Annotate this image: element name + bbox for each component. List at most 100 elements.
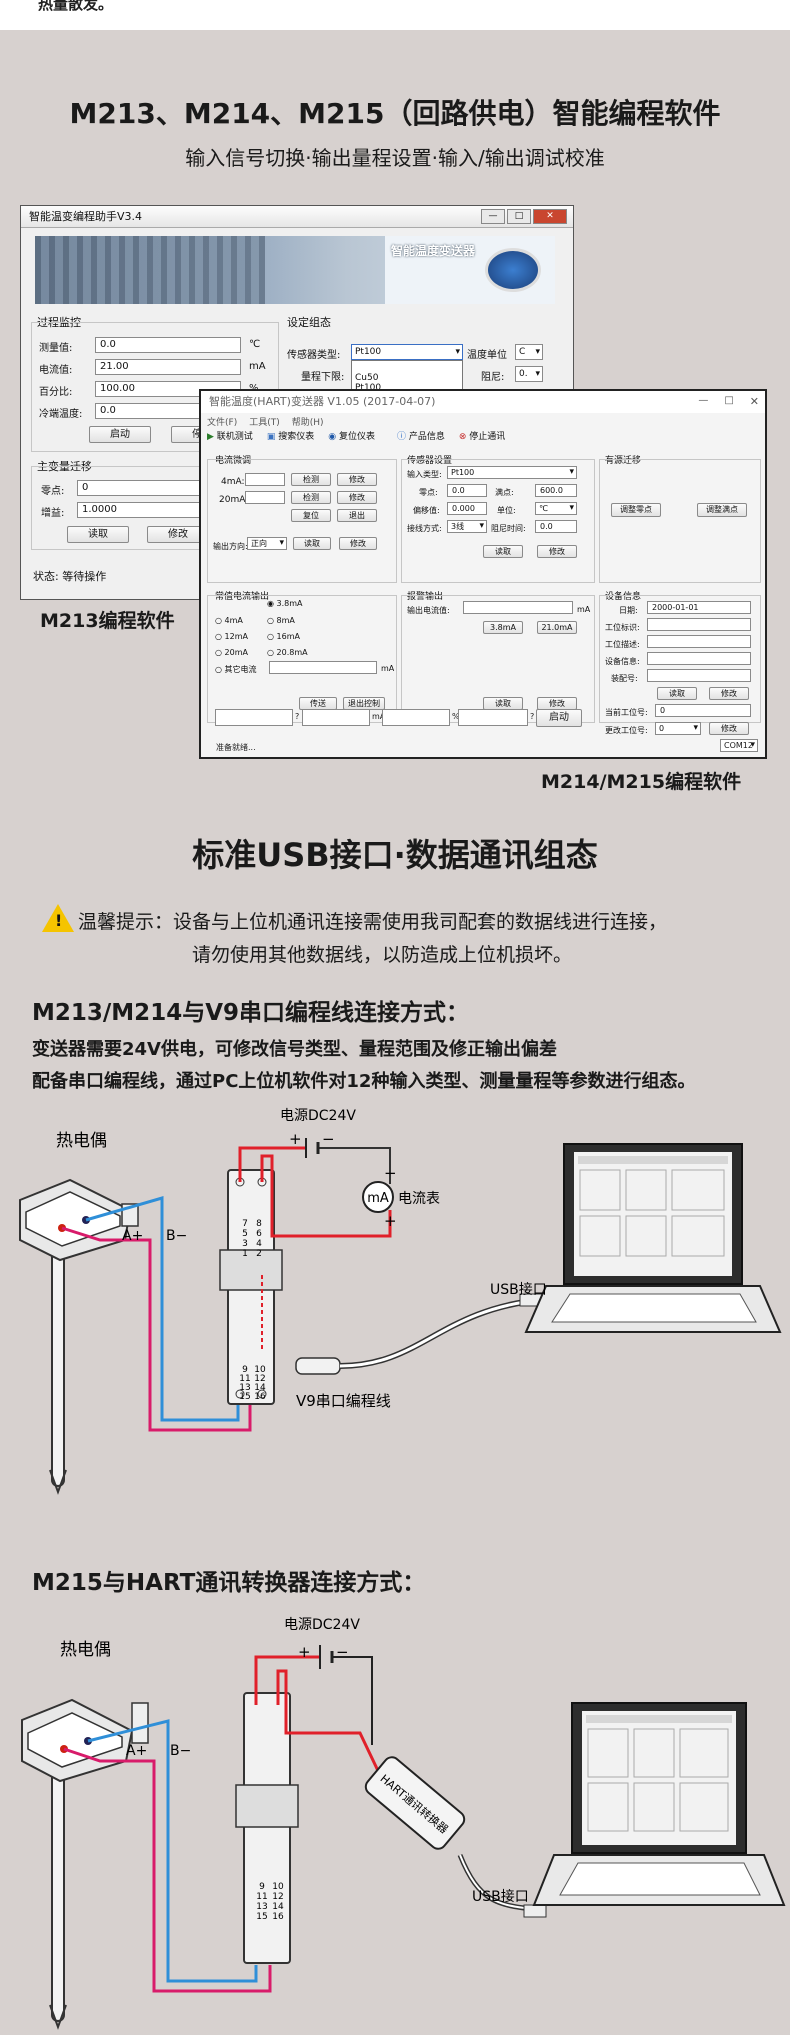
sensor-option-1[interactable]: Pt100	[355, 383, 382, 393]
opt-other[interactable]: ○ 其它电流	[215, 665, 257, 674]
cal-4ma-field[interactable]	[245, 473, 285, 486]
tb-search[interactable]: ▣ 搜索仪表	[267, 429, 314, 442]
dev-f1[interactable]	[647, 635, 751, 648]
bottom-unit-4: ?	[530, 712, 535, 721]
b-minus-label: B−	[166, 1228, 187, 1244]
toolbar: ▶ 联机测试 ▣ 搜索仪表 ◉ 复位仪表 ⓘ 产品信息 ⊗ 停止通讯	[207, 429, 505, 442]
menu-file[interactable]: 文件(F)	[207, 418, 238, 428]
temp-unit-select[interactable]: C	[515, 344, 543, 360]
v9-label: V9串口编程线	[296, 1392, 391, 1410]
sensor-select[interactable]: Pt100	[351, 344, 463, 360]
dev-modify[interactable]: 修改	[709, 687, 749, 700]
opt-20.8[interactable]: ○ 20.8mA	[267, 648, 308, 657]
change-tag-modify[interactable]: 修改	[709, 722, 749, 735]
damping-select[interactable]: 0.	[515, 366, 543, 382]
opt-8[interactable]: ○ 8mA	[267, 616, 295, 625]
bottom-field-1[interactable]	[215, 709, 293, 726]
tb-reset[interactable]: ◉ 复位仪表	[328, 429, 375, 442]
usb2-label: USB接口	[472, 1888, 529, 1905]
zero-field[interactable]: 0	[77, 480, 207, 496]
bottom-start-button[interactable]: 启动	[536, 709, 582, 727]
gain-field[interactable]: 1.0000	[77, 502, 207, 518]
current-field[interactable]: 21.00	[95, 359, 241, 375]
wire2-b	[87, 1719, 258, 1983]
s-modify[interactable]: 修改	[537, 545, 577, 558]
s-read[interactable]: 读取	[483, 545, 523, 558]
date-label: 日期:	[619, 606, 638, 615]
cur-tag-field[interactable]: 0	[655, 704, 751, 717]
bottom-field-4[interactable]	[458, 709, 528, 726]
alarm-field[interactable]	[463, 601, 573, 614]
s-zero-field[interactable]: 0.0	[447, 484, 487, 497]
s-unit-select[interactable]: ℃	[535, 502, 577, 515]
dir-read[interactable]: 读取	[293, 537, 331, 550]
max2-button[interactable]: □	[724, 395, 734, 406]
dev-f0[interactable]	[647, 618, 751, 631]
b-minus2-label: B−	[170, 1743, 191, 1759]
close2-button[interactable]: ✕	[749, 395, 759, 408]
dev-read[interactable]: 读取	[657, 687, 697, 700]
bottom-field-2[interactable]	[302, 709, 370, 726]
offset-field[interactable]: 0.000	[447, 502, 487, 515]
maximize-button[interactable]: □	[507, 209, 531, 224]
usb2-plug	[523, 1904, 547, 1918]
alarm-21[interactable]: 21.0mA	[537, 621, 577, 634]
power-plus: +	[289, 1130, 302, 1148]
opt-4[interactable]: ○ 4mA	[215, 616, 243, 625]
damping-label: 阻尼:	[481, 372, 505, 383]
read-button[interactable]: 读取	[67, 526, 129, 543]
opt-16[interactable]: ○ 16mA	[267, 632, 300, 641]
menu-tools[interactable]: 工具(T)	[249, 418, 280, 428]
alarm-3.8[interactable]: 3.8mA	[483, 621, 523, 634]
opt-3.8-label: 3.8mA	[276, 599, 303, 608]
m213-caption: M213编程软件	[40, 610, 175, 632]
dir-select[interactable]: 正向	[247, 537, 287, 550]
date-field[interactable]: 2000-01-01	[647, 601, 751, 614]
measure-field[interactable]: 0.0	[95, 337, 241, 353]
alarm-read[interactable]: 读取	[483, 697, 523, 710]
cal-4ma-modify[interactable]: 修改	[337, 473, 377, 486]
cal-20ma-modify[interactable]: 修改	[337, 491, 377, 504]
other-field[interactable]	[269, 661, 377, 674]
offset-label: 偏移值:	[413, 506, 440, 515]
dev-f3[interactable]	[647, 669, 751, 682]
close-button[interactable]: ✕	[533, 209, 567, 224]
ammeter-minus: −	[384, 1164, 397, 1182]
a-plus-label: A+	[122, 1228, 143, 1244]
cal-exit[interactable]: 退出	[337, 509, 377, 522]
t16: 16	[254, 1392, 266, 1402]
cal-4ma-detect[interactable]: 检测	[291, 473, 331, 486]
opt-3.8[interactable]: ◉ 3.8mA	[267, 599, 303, 608]
bottom-field-3[interactable]	[382, 709, 450, 726]
a-plus2-label: A+	[126, 1743, 147, 1759]
input-type-select[interactable]: Pt100	[447, 466, 577, 479]
tb-connect[interactable]: ▶ 联机测试	[207, 429, 253, 442]
s-full-field[interactable]: 600.0	[535, 484, 577, 497]
cal-reset[interactable]: 复位	[291, 509, 331, 522]
adjust-zero[interactable]: 调整零点	[611, 503, 661, 517]
connect-icon: ▶	[207, 432, 214, 442]
cal-20ma-field[interactable]	[245, 491, 285, 504]
start-button[interactable]: 启动	[89, 426, 151, 443]
opt-20[interactable]: ○ 20mA	[215, 648, 248, 657]
alarm-unit: mA	[577, 605, 591, 614]
tb-stop[interactable]: ⊗ 停止通讯	[459, 429, 505, 442]
t13: 13	[239, 1383, 250, 1393]
change-tag-select[interactable]: 0	[655, 722, 701, 735]
m214-title: 智能温度(HART)变送器 V1.05 (2017-04-07)	[201, 391, 765, 413]
wire-select[interactable]: 3线	[447, 520, 487, 533]
dev-f2[interactable]	[647, 652, 751, 665]
minimize-button[interactable]: —	[481, 209, 505, 224]
menu-help[interactable]: 帮助(H)	[291, 418, 324, 428]
dir-modify[interactable]: 修改	[339, 537, 377, 550]
tb-info[interactable]: ⓘ 产品信息	[397, 429, 445, 442]
sensor-option-0[interactable]: Cu50	[355, 373, 379, 383]
com-select[interactable]: COM12	[720, 739, 758, 752]
min2-button[interactable]: —	[698, 395, 709, 406]
cold-field[interactable]: 0.0	[95, 403, 205, 419]
section1-subtitle: 输入信号切换·输出量程设置·输入/输出调试校准	[185, 146, 605, 170]
adjust-full[interactable]: 调整满点	[697, 503, 747, 517]
damp-field[interactable]: 0.0	[535, 520, 577, 533]
cal-20ma-detect[interactable]: 检测	[291, 491, 331, 504]
opt-12[interactable]: ○ 12mA	[215, 632, 248, 641]
